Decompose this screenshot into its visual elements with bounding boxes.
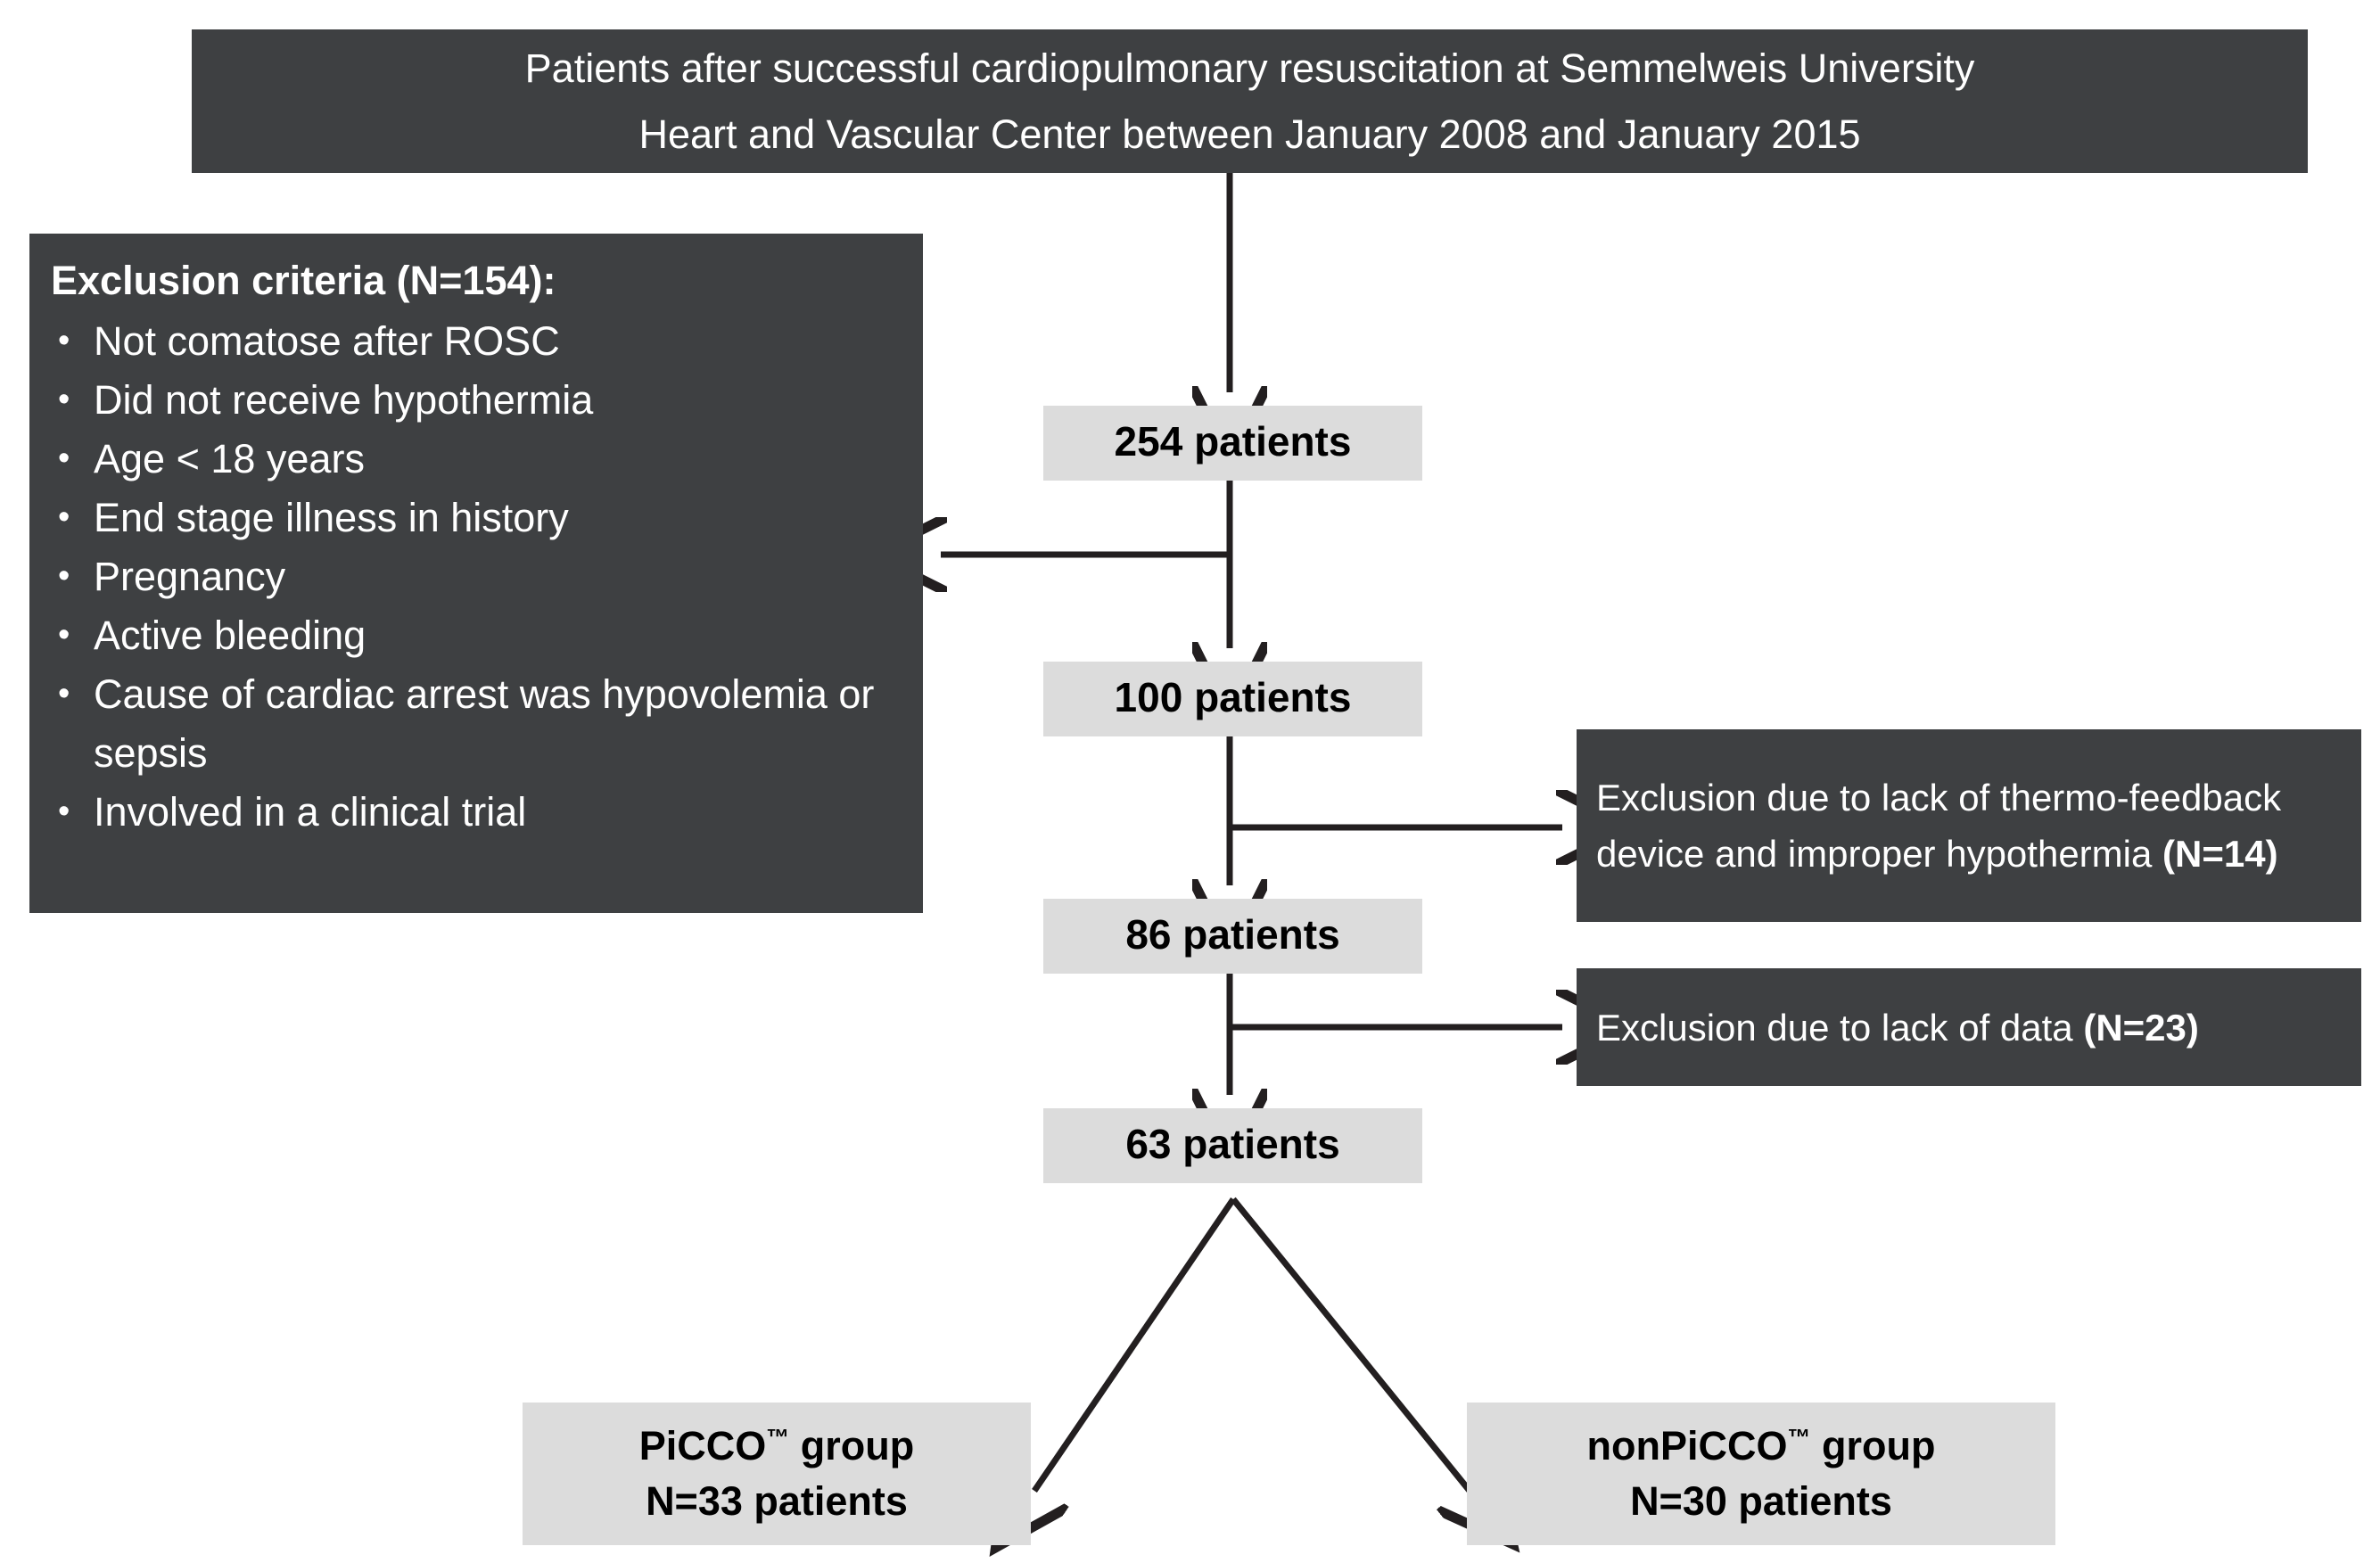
count-box-86: 86 patients bbox=[1043, 899, 1422, 974]
exclusion-criteria-list: Not comatose after ROSC Did not receive … bbox=[51, 311, 900, 842]
count-label-86: 86 patients bbox=[1125, 911, 1340, 958]
exclusion-criteria-title: Exclusion criteria (N=154): bbox=[51, 258, 556, 303]
trademark-icon: ™ bbox=[766, 1424, 790, 1451]
exclusion-criteria-item: Not comatose after ROSC bbox=[51, 311, 900, 371]
exclusion-criteria-box: Exclusion criteria (N=154): Not comatose… bbox=[29, 234, 923, 913]
nonpicco-group-count: N=30 patients bbox=[1630, 1478, 1892, 1524]
exclusion-criteria-item: Involved in a clinical trial bbox=[51, 782, 900, 842]
nonpicco-group-title: nonPiCCO™ group bbox=[1587, 1419, 1936, 1474]
trademark-icon: ™ bbox=[1787, 1424, 1811, 1451]
edge-63-to-nonpicco bbox=[1231, 1197, 1470, 1491]
exclusion-criteria-item: Did not receive hypothermia bbox=[51, 370, 900, 430]
count-box-63: 63 patients bbox=[1043, 1108, 1422, 1183]
picco-group-box: PiCCO™ group N=33 patients bbox=[523, 1403, 1031, 1545]
count-box-100: 100 patients bbox=[1043, 662, 1422, 736]
picco-group-suffix: group bbox=[789, 1423, 915, 1468]
count-label-63: 63 patients bbox=[1125, 1121, 1340, 1167]
exclusion-criteria-item: Active bleeding bbox=[51, 605, 900, 665]
nonpicco-group-name: nonPiCCO bbox=[1586, 1423, 1788, 1468]
exclusion-data-reason: Exclusion due to lack of data bbox=[1596, 1006, 2084, 1049]
source-population-line-2: Heart and Vascular Center between Januar… bbox=[638, 111, 1861, 157]
exclusion-thermo-count: (N=14) bbox=[2162, 833, 2278, 875]
nonpicco-group-box: nonPiCCO™ group N=30 patients bbox=[1467, 1403, 2055, 1545]
count-label-254: 254 patients bbox=[1114, 418, 1352, 465]
exclusion-thermo-box: Exclusion due to lack of thermo-feedback… bbox=[1577, 729, 2361, 922]
count-label-100: 100 patients bbox=[1114, 674, 1352, 720]
exclusion-criteria-item: End stage illness in history bbox=[51, 488, 900, 547]
nonpicco-group-suffix: group bbox=[1810, 1423, 1936, 1468]
picco-group-title: PiCCO™ group bbox=[639, 1419, 914, 1474]
exclusion-data-text: Exclusion due to lack of data (N=23) bbox=[1596, 999, 2199, 1056]
picco-group-name: PiCCO bbox=[638, 1423, 767, 1468]
picco-group-count: N=33 patients bbox=[646, 1478, 908, 1524]
exclusion-criteria-item: Cause of cardiac arrest was hypovolemia … bbox=[51, 664, 900, 783]
exclusion-thermo-text: Exclusion due to lack of thermo-feedback… bbox=[1596, 769, 2342, 882]
exclusion-criteria-item: Pregnancy bbox=[51, 547, 900, 606]
edge-63-to-picco bbox=[1034, 1197, 1236, 1491]
exclusion-thermo-reason: Exclusion due to lack of thermo-feedback… bbox=[1596, 777, 2282, 875]
source-population-line-1: Patients after successful cardiopulmonar… bbox=[524, 45, 1975, 91]
exclusion-data-box: Exclusion due to lack of data (N=23) bbox=[1577, 968, 2361, 1086]
source-population-box: Patients after successful cardiopulmonar… bbox=[192, 29, 2308, 173]
count-box-254: 254 patients bbox=[1043, 406, 1422, 481]
exclusion-data-count: (N=23) bbox=[2083, 1006, 2199, 1049]
exclusion-criteria-item: Age < 18 years bbox=[51, 429, 900, 489]
